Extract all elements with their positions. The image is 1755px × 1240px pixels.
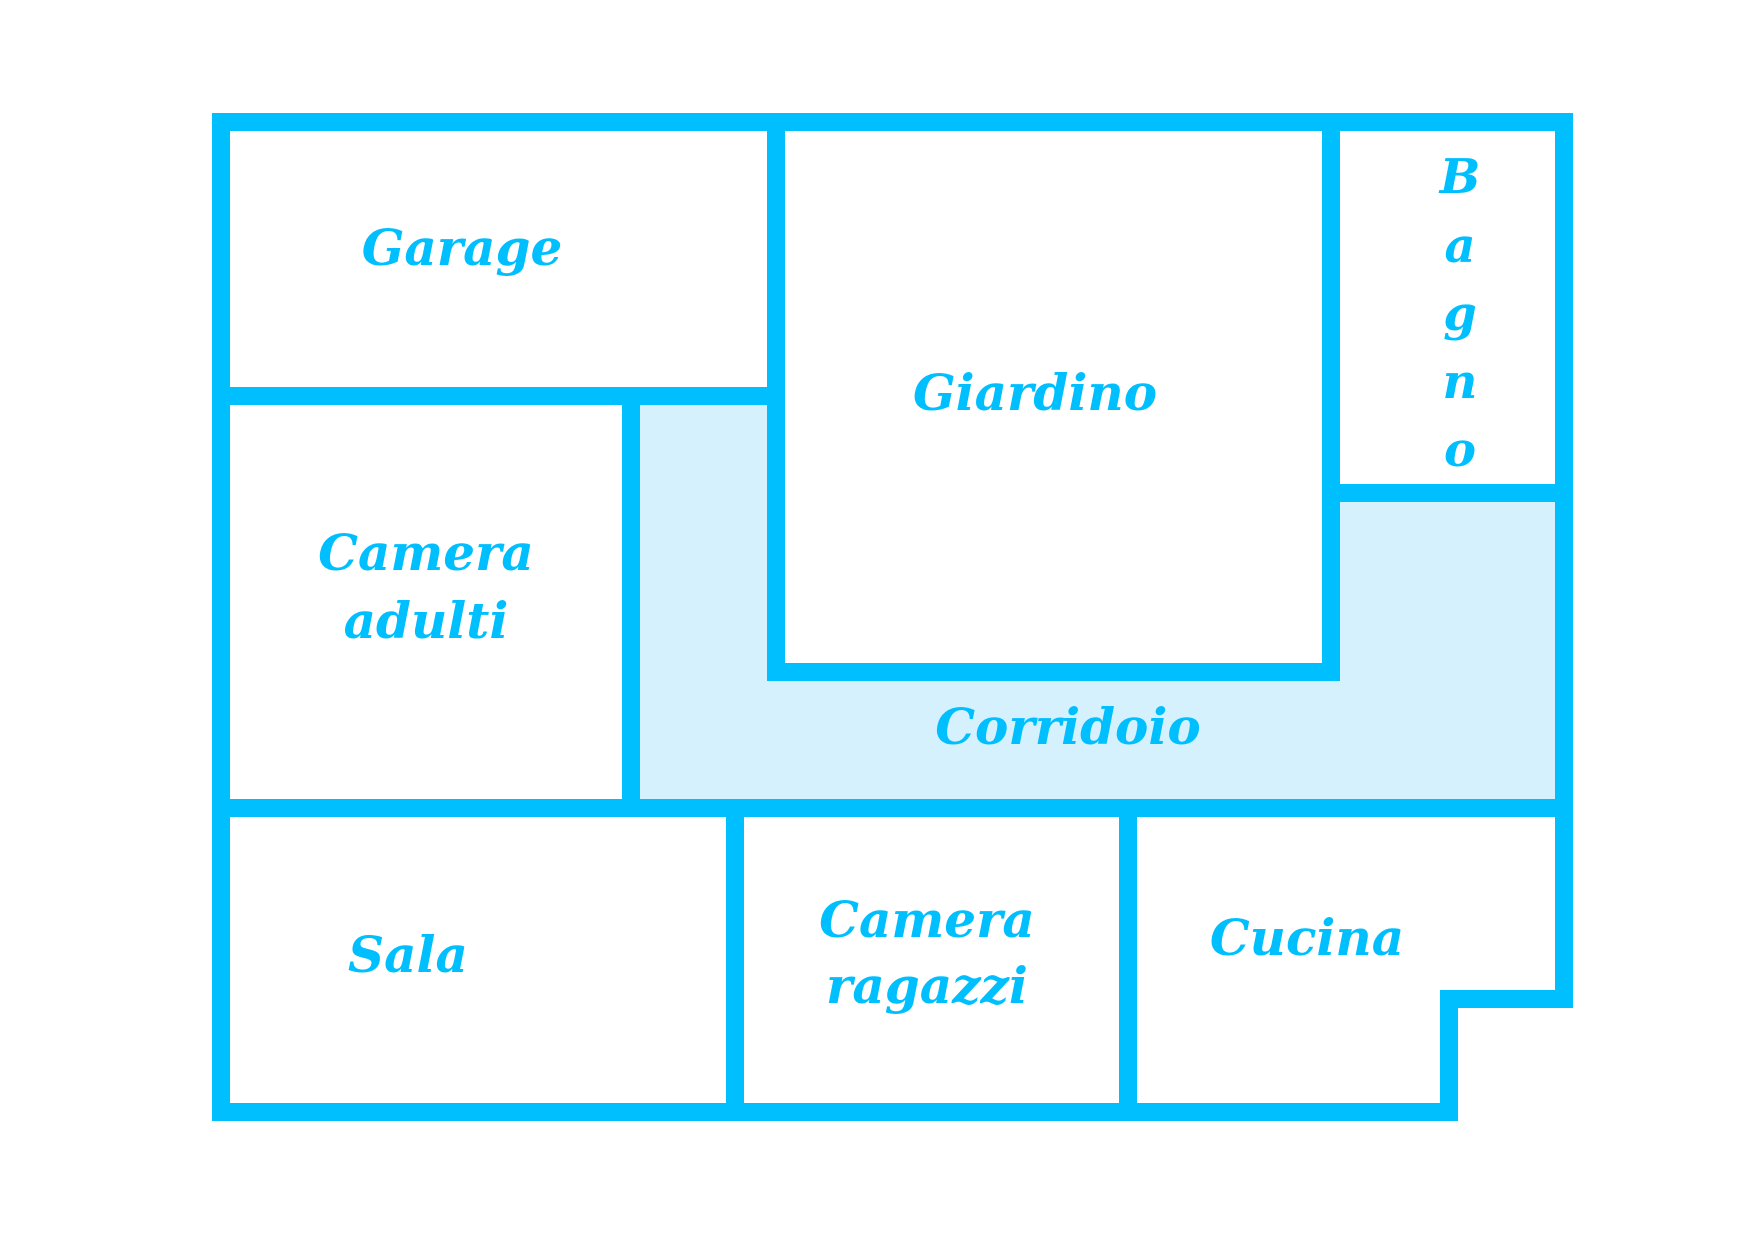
corridor-fill [640,405,1555,800]
label-bagno-letter-4: n [1443,354,1478,410]
label-cucina: Cucina [1210,908,1404,967]
label-garage: Garage [362,218,563,277]
label-bagno: B a g n o [1438,149,1481,478]
interior-walls [221,122,1564,1112]
label-bagno-letter-1: B [1438,149,1481,205]
label-bagno-letter-2: a [1444,218,1475,274]
label-bagno-letter-3: g [1443,286,1477,342]
label-camera-ragazzi-line-1: Camera [819,890,1035,949]
label-giardino: Giardino [913,363,1157,422]
label-corridoio: Corridoio [935,697,1200,756]
label-sala: Sala [348,925,468,984]
label-camera-adulti-line-2: adulti [344,591,509,650]
label-camera-adulti-line-1: Camera [318,523,534,582]
label-bagno-letter-5: o [1444,422,1476,478]
label-camera-ragazzi-line-2: ragazzi [826,956,1028,1015]
outer-wall [212,113,1573,1121]
